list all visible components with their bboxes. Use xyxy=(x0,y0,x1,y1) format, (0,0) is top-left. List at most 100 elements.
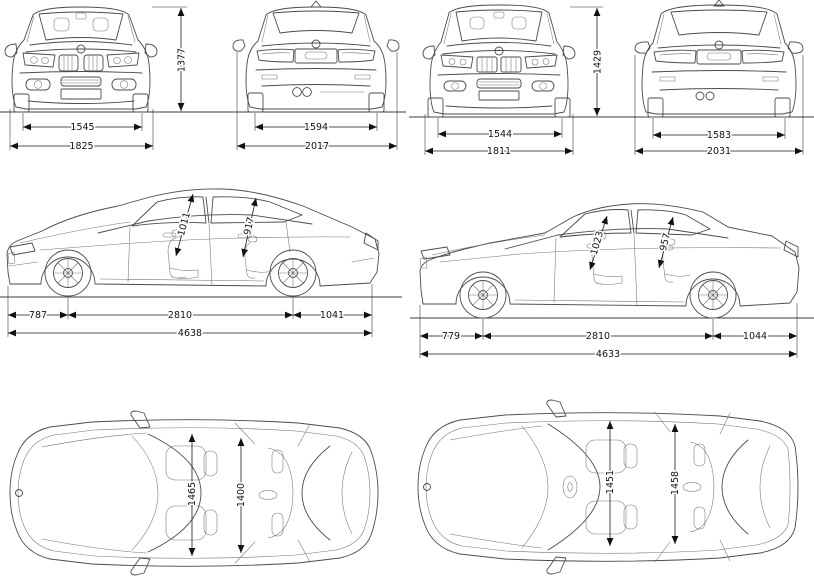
car1-top-view xyxy=(9,410,379,576)
dim-car1-front-width: 1825 xyxy=(9,109,154,154)
wheel-front-right xyxy=(554,97,571,118)
dim-label: 1544 xyxy=(488,129,512,140)
dim-label: 957 xyxy=(658,232,673,252)
wheel-front-left xyxy=(13,93,30,113)
dim-car2-height: 1429 xyxy=(570,6,605,116)
taillight-right xyxy=(741,49,785,64)
headlight xyxy=(420,246,451,260)
car1-front-view xyxy=(4,6,158,113)
dim-label: 1044 xyxy=(743,331,767,342)
bmw-logo xyxy=(714,40,724,50)
mirror-left xyxy=(422,45,436,60)
dim-label: 779 xyxy=(442,331,460,342)
dim-label: 2810 xyxy=(586,331,610,342)
taillight-left xyxy=(653,49,697,64)
mirror-right xyxy=(386,39,400,52)
dim-label: 1451 xyxy=(605,470,616,494)
dim-label: 1011 xyxy=(176,211,193,237)
seats-front xyxy=(585,439,638,535)
dim-label: 4638 xyxy=(178,328,202,339)
dim-car1-front-interior-width: 1465 xyxy=(185,434,200,556)
dim-label: 4633 xyxy=(596,349,620,360)
mirror-left xyxy=(232,39,246,52)
exhaust-pipes xyxy=(292,87,365,97)
dim-car1-lengths: 787 2810 1041 4638 xyxy=(7,284,373,341)
dim-car2-front-track: 1544 xyxy=(437,118,563,142)
car2-top-view xyxy=(417,399,799,575)
wheel-front-right xyxy=(132,93,149,113)
dim-car2-rear-track: 1583 xyxy=(652,118,786,143)
wheel-rear-right xyxy=(368,92,385,113)
taillight xyxy=(783,240,799,258)
dim-label: 2017 xyxy=(305,141,329,152)
mirror-left xyxy=(634,41,651,54)
taillight-right xyxy=(337,48,376,63)
dim-car1-front-headroom: 1011 xyxy=(174,193,195,257)
dim-label: 1545 xyxy=(70,122,94,133)
mirror-right xyxy=(787,41,804,54)
dim-label: 1041 xyxy=(320,310,344,321)
bmw-logo xyxy=(311,39,321,49)
dim-car2-lengths: 779 2810 1044 4633 xyxy=(419,303,798,362)
dim-label: 1825 xyxy=(69,141,93,152)
wheel-front-left xyxy=(427,97,444,118)
wheel-rear xyxy=(269,249,317,297)
dim-car1-mirror-width: 2017 xyxy=(236,52,398,154)
steering-wheel xyxy=(562,475,578,499)
mirror-left xyxy=(4,43,18,58)
kidney-grille xyxy=(58,54,104,72)
seats-rear xyxy=(682,441,715,533)
headlight-left xyxy=(440,54,474,69)
wheel-rear xyxy=(689,271,737,319)
dim-car1-rear-headroom: 917 xyxy=(240,197,258,258)
wheel-rear-left xyxy=(647,97,664,118)
dim-label: 2031 xyxy=(707,146,731,157)
mirror-top xyxy=(130,410,151,429)
antenna-fin xyxy=(310,0,322,8)
exhaust-pipes xyxy=(695,91,715,101)
headlight-right xyxy=(524,54,558,69)
car1-rear-view xyxy=(232,0,400,113)
bmw-logo xyxy=(15,489,23,497)
dim-label: 1583 xyxy=(707,130,731,141)
wheel-rear-left xyxy=(247,92,264,113)
dim-car2-front-interior-width: 1451 xyxy=(603,421,618,546)
dim-car2-mirror-width: 2031 xyxy=(634,55,804,159)
dim-car2-rear-interior-width: 1458 xyxy=(668,424,683,544)
wheel-front xyxy=(459,271,507,319)
seats-rear xyxy=(258,447,294,539)
dim-label: 1594 xyxy=(304,122,328,133)
dim-label: 1458 xyxy=(670,471,681,495)
dim-car1-rear-interior-width: 1400 xyxy=(234,438,249,553)
car2-side-view xyxy=(419,203,800,319)
wheel-front xyxy=(44,249,92,297)
seat-rear xyxy=(244,235,273,279)
dim-car2-front-width: 1811 xyxy=(424,114,574,159)
dim-label: 2810 xyxy=(168,310,192,321)
seats-front xyxy=(165,445,218,541)
dim-label: 1377 xyxy=(177,48,188,72)
dim-label: 1811 xyxy=(487,146,511,157)
mirror-right xyxy=(562,45,576,60)
dim-label: 787 xyxy=(29,310,47,321)
wheel-rear-right xyxy=(774,97,791,118)
kidney-grille xyxy=(476,56,522,73)
antenna-fin xyxy=(713,0,725,7)
dim-car2-rear-headroom: 957 xyxy=(656,216,675,269)
taillight-left xyxy=(256,48,295,63)
dim-car1-rear-track: 1594 xyxy=(254,113,378,135)
bmw-logo xyxy=(423,483,431,491)
dim-car1-front-track: 1545 xyxy=(22,113,143,135)
taillight xyxy=(363,232,379,251)
headlight-right xyxy=(106,52,140,68)
dim-label: 1465 xyxy=(187,482,198,506)
bmw-logo xyxy=(494,46,504,56)
dim-label: 917 xyxy=(242,216,257,236)
headlight xyxy=(9,242,36,256)
bmw-logo xyxy=(76,44,86,54)
dim-label: 1429 xyxy=(593,50,604,74)
mirror-bottom xyxy=(130,557,151,576)
mirror-top xyxy=(546,399,567,418)
